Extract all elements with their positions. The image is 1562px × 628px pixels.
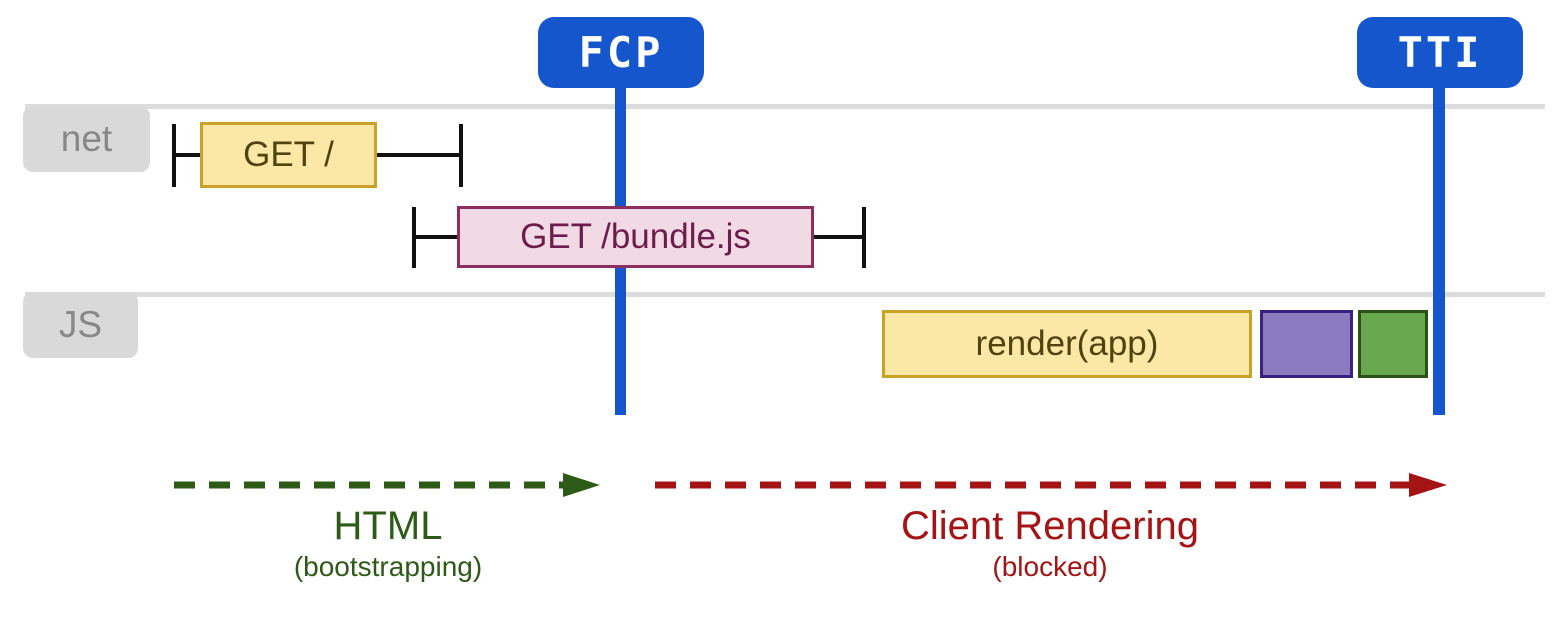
green-task-box [1358,310,1428,378]
js-lane-line [25,292,1545,297]
get-bundle-right-tick [862,207,866,268]
get-root-right-connector [377,153,462,157]
client-rendering-phase-label-group: Client Rendering (blocked) [650,503,1450,585]
html-phase-sublabel: (bootstrapping) [293,551,483,582]
client-rendering-phase-label: Client Rendering [901,504,1199,548]
purple-task-box [1260,310,1353,378]
get-bundle-left-connector [416,235,457,239]
get-bundle-left-tick [412,207,416,268]
net-lane-line [25,104,1545,109]
net-lane-label: net [23,106,150,172]
fcp-badge: FCP [538,17,704,88]
get-bundle-request-box: GET /bundle.js [457,206,814,268]
client-rendering-phase-arrow [655,473,1447,497]
get-root-left-connector [176,153,202,157]
render-app-task-box: render(app) [882,310,1252,378]
html-phase-arrow [174,473,600,497]
tti-marker-line [1433,86,1445,415]
html-phase-label-group: HTML (bootstrapping) [173,503,603,585]
get-root-right-tick [459,124,463,187]
get-bundle-right-connector [814,235,862,239]
js-lane-label: JS [23,292,138,358]
client-rendering-phase-sublabel: (blocked) [992,551,1108,582]
get-root-request-box: GET / [200,122,377,188]
get-root-left-tick [172,124,176,187]
html-phase-label: HTML [333,504,443,548]
tti-badge: TTI [1357,17,1523,88]
